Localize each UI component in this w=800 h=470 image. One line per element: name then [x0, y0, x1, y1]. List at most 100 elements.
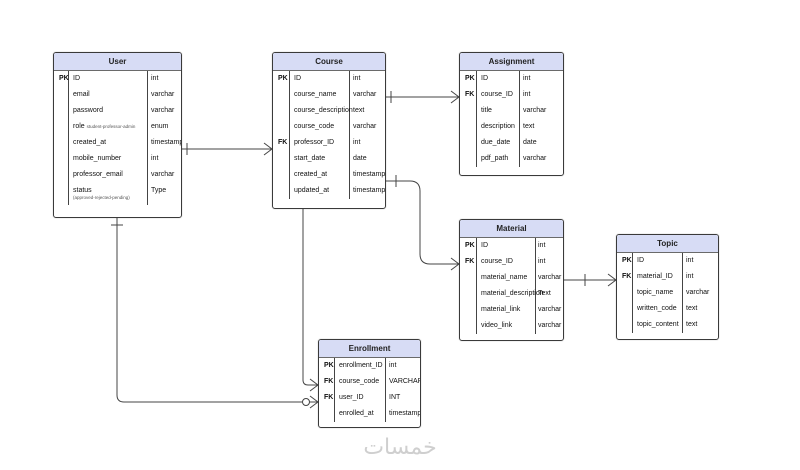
field-name: title: [481, 107, 492, 114]
rel-course-material: [384, 180, 459, 265]
rel-material-topic-crow-b: [607, 279, 617, 287]
field-name: updated_at: [294, 187, 330, 194]
field-name: ID: [73, 75, 80, 82]
field-type: timestamp: [353, 187, 386, 194]
field-row: course_name varchar: [273, 87, 385, 103]
field-type: varchar: [538, 322, 562, 329]
entity-title: Topic: [617, 235, 718, 253]
field-type: varchar: [353, 91, 377, 98]
rel-user-enrollment: [116, 216, 318, 403]
field-name: email: [73, 91, 90, 98]
field-name: topic_name: [637, 289, 674, 296]
field-name: topic_content: [637, 321, 679, 328]
field-name: ID: [481, 75, 488, 82]
field-name: enrolled_at: [339, 410, 374, 417]
field-type: text: [523, 123, 535, 130]
field-name: created_at: [294, 171, 328, 178]
rel-course-enrollment-crow-b: [309, 384, 319, 392]
field-type: varchar: [538, 306, 562, 313]
entity-title: Assignment: [460, 53, 563, 71]
field-name: material_link: [481, 306, 521, 313]
field-name: material_name: [481, 274, 528, 281]
field-name: user_ID: [339, 394, 364, 401]
field-type: int: [353, 139, 361, 146]
field-type: VARCHAR: [389, 378, 421, 385]
field-type: enum: [151, 123, 169, 130]
rel-course-assignment-crow-a: [450, 90, 460, 98]
field-name: course_ID: [481, 91, 513, 98]
field-name: video_link: [481, 322, 513, 329]
field-type: varchar: [151, 107, 175, 114]
field-row: enrolled_at timestamp: [319, 406, 420, 422]
field-type: varchar: [523, 107, 547, 114]
rel-course-enrollment: [302, 207, 318, 386]
field-row: password varchar: [54, 103, 181, 119]
field-type: int: [538, 258, 546, 265]
rel-course-enrollment-crow-a: [309, 378, 319, 386]
field-type: text: [686, 305, 698, 312]
entity-title: Enrollment: [319, 340, 420, 358]
watermark-logo: خمسات: [363, 435, 437, 460]
field-row: written_code text: [617, 301, 718, 317]
key-badge: PK: [324, 362, 334, 369]
rel-user-course-crow-a: [263, 142, 273, 150]
field-name: mobile_number: [73, 155, 122, 162]
field-name: enrollment_ID: [339, 362, 383, 369]
field-name: professor_email: [73, 171, 123, 178]
field-type: timestamp: [389, 410, 421, 417]
field-type: Type: [151, 187, 167, 194]
key-badge: FK: [324, 394, 334, 401]
field-name: password: [73, 107, 103, 114]
field-type: INT: [389, 394, 401, 401]
field-name: course_code: [294, 123, 335, 130]
field-name: course_name: [294, 91, 337, 98]
field-type: text: [353, 107, 365, 114]
field-type: int: [686, 273, 694, 280]
field-name: role: [73, 123, 85, 130]
rel-course-material-crow-b: [450, 263, 460, 271]
field-name: written_code: [637, 305, 677, 312]
rel-user-course-crow-b: [263, 148, 273, 156]
field-name: description: [481, 123, 515, 130]
entity-title: Course: [273, 53, 385, 71]
entity-title: User: [54, 53, 181, 71]
field-row: material_name varchar: [460, 270, 563, 286]
field-type: varchar: [538, 274, 562, 281]
field-name: course_ID: [481, 258, 513, 265]
field-name: created_at: [73, 139, 107, 146]
field-name: pdf_path: [481, 155, 509, 162]
key-badge: PK: [59, 75, 69, 82]
field-row: video_link varchar: [460, 318, 563, 334]
field-row: updated_at timestamp: [273, 183, 385, 199]
field-type: timestamp: [151, 139, 182, 146]
rel-user-enrollment-crow-a: [309, 395, 319, 403]
field-row: status(approved-rejected-pending)Type: [54, 183, 181, 205]
